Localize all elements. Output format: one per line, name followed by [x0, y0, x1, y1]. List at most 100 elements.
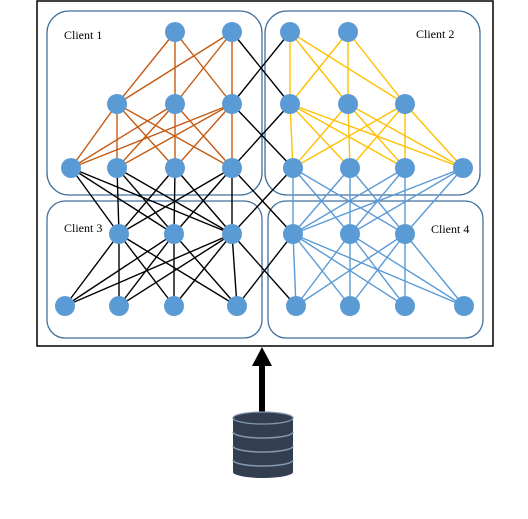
- client-4-edge: [349, 233, 406, 307]
- client-2-edge: [289, 103, 294, 169]
- client-4-edge: [349, 167, 464, 235]
- client-2-edge: [347, 103, 406, 169]
- client-2-label: Client 2: [416, 27, 454, 41]
- client-1-edge: [116, 103, 233, 169]
- client-2-edge: [404, 103, 464, 169]
- neuron-node: [454, 296, 474, 316]
- cross-edge: [118, 233, 233, 307]
- client-4-edge: [404, 233, 465, 307]
- client-4-box: [267, 200, 484, 339]
- neuron-node: [55, 296, 75, 316]
- client-1-edge: [174, 103, 233, 169]
- neuron-node: [222, 94, 242, 114]
- cross-edge: [173, 233, 238, 307]
- neuron-node: [340, 296, 360, 316]
- neuron-node: [222, 224, 242, 244]
- neuron-node: [338, 22, 358, 42]
- cross-edge: [173, 167, 233, 235]
- client-1-edge: [70, 103, 118, 169]
- neuron-node: [222, 22, 242, 42]
- cross-edge: [231, 233, 238, 307]
- neuron-node: [222, 158, 242, 178]
- neuron-node: [109, 224, 129, 244]
- network-nodes: [55, 22, 474, 316]
- neuron-node: [340, 224, 360, 244]
- client-2-edge: [347, 31, 406, 105]
- cross-edge: [231, 167, 294, 235]
- client-1-edge: [116, 31, 176, 105]
- neuron-node: [286, 296, 306, 316]
- client-2-edge: [292, 103, 349, 169]
- client-4-edge: [292, 233, 406, 307]
- neuron-node: [165, 158, 185, 178]
- cross-edge: [64, 233, 233, 307]
- client-4-label: Client 4: [431, 222, 469, 236]
- neuron-node: [395, 224, 415, 244]
- client-4-edge: [292, 233, 297, 307]
- cross-edge: [236, 233, 294, 307]
- neuron-node: [164, 296, 184, 316]
- client-1-edge: [116, 31, 233, 105]
- cross-edge: [70, 167, 175, 235]
- client-4-edge: [292, 167, 464, 235]
- neuron-node: [280, 94, 300, 114]
- neuron-node: [109, 296, 129, 316]
- neuron-node: [227, 296, 247, 316]
- client-4-edge: [349, 233, 465, 307]
- neuron-node: [283, 158, 303, 178]
- client-3-label: Client 3: [64, 221, 102, 235]
- cross-edge: [173, 233, 233, 307]
- cross-edge: [118, 167, 233, 235]
- neuron-node: [107, 158, 127, 178]
- cross-edge: [116, 167, 175, 235]
- client-2-edge: [349, 103, 406, 169]
- client-1-edge: [70, 103, 233, 169]
- cross-edge: [231, 233, 297, 307]
- client-4-edge: [292, 167, 406, 235]
- neuron-node: [340, 158, 360, 178]
- cross-edge: [64, 233, 120, 307]
- arrow-up-icon: [252, 347, 272, 366]
- neuron-node: [107, 94, 127, 114]
- neuron-node: [395, 158, 415, 178]
- neuron-node: [280, 22, 300, 42]
- neuron-node: [165, 94, 185, 114]
- cross-edge: [231, 103, 291, 169]
- neuron-node: [165, 22, 185, 42]
- client-1-label: Client 1: [64, 28, 102, 42]
- client-2-edge: [292, 103, 406, 169]
- network-edges: [64, 31, 465, 307]
- client-3-box: [46, 200, 263, 339]
- cross-edge: [231, 31, 291, 105]
- neuron-node: [164, 224, 184, 244]
- client-2-edge: [289, 31, 349, 105]
- cross-edge: [118, 233, 238, 307]
- neuron-node: [453, 158, 473, 178]
- client-4-edge: [295, 233, 406, 307]
- client-2-edge: [289, 103, 406, 169]
- client-4-edge: [292, 233, 465, 307]
- cross-edge: [64, 233, 175, 307]
- client-4-edge: [292, 233, 351, 307]
- client-1-edge: [116, 103, 176, 169]
- cross-edge: [118, 167, 176, 235]
- neuron-node: [395, 94, 415, 114]
- cross-edge: [70, 167, 233, 235]
- cross-edge: [116, 167, 120, 235]
- cross-edge: [231, 103, 294, 169]
- client-4-edge: [404, 167, 464, 235]
- neuron-node: [338, 94, 358, 114]
- client-4-edge: [295, 233, 351, 307]
- client-1-edge: [70, 103, 176, 169]
- client-1-edge: [174, 31, 233, 105]
- cross-edge: [118, 233, 175, 307]
- neuron-node: [61, 158, 81, 178]
- client-1-box: [46, 10, 263, 196]
- cross-edge: [70, 167, 120, 235]
- neuron-node: [395, 296, 415, 316]
- neuron-node: [283, 224, 303, 244]
- database-icon: [232, 411, 294, 478]
- client-4-edge: [292, 167, 351, 235]
